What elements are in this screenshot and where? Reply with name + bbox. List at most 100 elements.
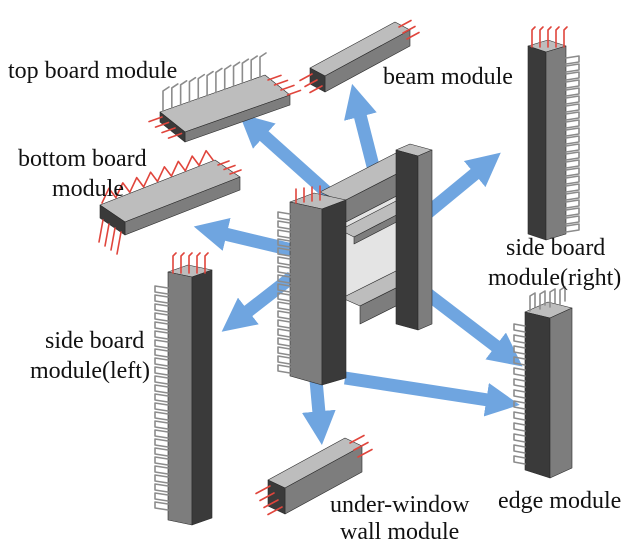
rebar-loop — [565, 223, 580, 233]
rebar-bar — [304, 79, 318, 88]
rebar-bar — [547, 26, 552, 48]
rebar-loop — [250, 55, 258, 81]
rebar-loop — [154, 429, 169, 439]
rebar-loop — [154, 456, 169, 466]
label-side-board-left-line1: side board — [45, 328, 144, 354]
rebar-bar — [180, 252, 185, 274]
rebar-loop — [259, 52, 267, 78]
rebar-loop — [565, 55, 580, 65]
rebar-loop — [154, 357, 169, 367]
under-window-end-face — [267, 479, 286, 515]
rebar-loop — [162, 86, 170, 112]
rebar-bar — [110, 227, 116, 251]
arrow-to-edge-module-upper — [421, 286, 523, 367]
rebar-bar — [267, 74, 282, 81]
rebar-loop — [565, 207, 580, 217]
rebar-bar — [263, 499, 279, 509]
rebar-loop — [513, 378, 526, 388]
side-left-right-face — [191, 269, 213, 526]
rebar-loop — [154, 402, 169, 412]
label-under-window-line2: wall module — [340, 519, 459, 545]
rebar-bar — [161, 127, 176, 134]
labels: top board module beam module bottom boar… — [8, 58, 621, 545]
rebar-bar — [273, 79, 289, 86]
assembly-right-column-right-face — [417, 149, 433, 331]
arrow-to-top-board-module — [239, 113, 335, 200]
rebar-loop — [565, 135, 580, 145]
assembly-right-column-left-face — [395, 149, 419, 331]
rebar-loop — [171, 83, 179, 109]
side-board-module-right — [527, 26, 580, 241]
rebar-zigzag — [101, 149, 214, 204]
side-right-left-face — [527, 45, 547, 241]
rebar-loop — [223, 64, 232, 91]
rebar-bar — [349, 434, 365, 444]
side-right-right-face — [545, 45, 567, 241]
side-board-module-left — [154, 252, 213, 526]
rebar-loop — [565, 191, 580, 201]
rebar-loop — [565, 215, 580, 225]
assembly-left-column-front-face — [321, 199, 347, 386]
arrow-to-beam-module — [344, 83, 381, 172]
rebar-loop — [513, 411, 526, 421]
rebar-loop — [565, 175, 580, 185]
edge-rebar — [513, 286, 566, 465]
rebar-loop — [565, 127, 580, 137]
beam-rebar — [299, 19, 420, 94]
rebar-loop — [154, 393, 169, 403]
rebar-loop — [277, 355, 291, 365]
label-bottom-board-line2: module — [52, 176, 124, 202]
rebar-loop — [513, 444, 526, 454]
rebar-loop — [565, 71, 580, 81]
rebar-bar — [259, 492, 275, 502]
rebar-loop — [154, 501, 169, 511]
rebar-loop — [513, 334, 526, 344]
rebar-loop — [206, 70, 214, 97]
edge-right-face — [549, 307, 573, 479]
side-left-left-face — [167, 271, 193, 526]
rebar-loop — [154, 375, 169, 385]
beam-module — [299, 19, 420, 94]
rebar-loop — [197, 73, 206, 100]
arrow-to-edge-module-lower — [344, 371, 520, 417]
rebar-loop — [232, 61, 241, 88]
rebar-loop — [241, 58, 250, 84]
rebar-loop — [277, 319, 291, 329]
rebar-loop — [565, 103, 580, 113]
bottom-board-end-face — [99, 204, 126, 236]
bottom-board-module — [98, 149, 242, 255]
rebar-bar — [204, 252, 209, 274]
side-right-rebar — [531, 26, 580, 233]
rebar-bar — [353, 441, 369, 451]
rebar-bar — [116, 231, 122, 255]
rebar-bar — [267, 506, 283, 516]
rebar-loop — [565, 183, 580, 193]
under-window-rebar — [255, 434, 373, 516]
label-edge-module: edge module — [498, 488, 621, 514]
rebar-loop — [277, 238, 291, 248]
label-top-board-module: top board module — [8, 58, 177, 84]
label-under-window-line1: under-window — [330, 492, 470, 518]
rebar-loop — [154, 366, 169, 376]
rebar-loop — [154, 447, 169, 457]
rebar-loop — [154, 474, 169, 484]
rebar-loop — [277, 256, 291, 266]
rebar-loop — [565, 159, 580, 169]
rebar-loop — [513, 389, 526, 399]
rebar-bar — [555, 26, 560, 48]
edge-left-face — [524, 311, 551, 479]
rebar-loop — [565, 199, 580, 209]
rebar-loop — [179, 80, 188, 106]
rebar-loop — [565, 79, 580, 89]
rebar-bar — [398, 19, 412, 28]
rebar-loop — [215, 67, 223, 94]
rebar-loop — [154, 285, 169, 295]
label-bottom-board-line1: bottom board — [18, 146, 147, 172]
side-left-rebar — [154, 252, 209, 511]
rebar-bar — [98, 219, 104, 243]
rebar-bar — [223, 164, 236, 171]
assembly-rebar — [277, 185, 321, 374]
rebar-loop — [154, 438, 169, 448]
arrow-to-under-window-wall-module — [302, 379, 336, 445]
rebar-loop — [154, 294, 169, 304]
